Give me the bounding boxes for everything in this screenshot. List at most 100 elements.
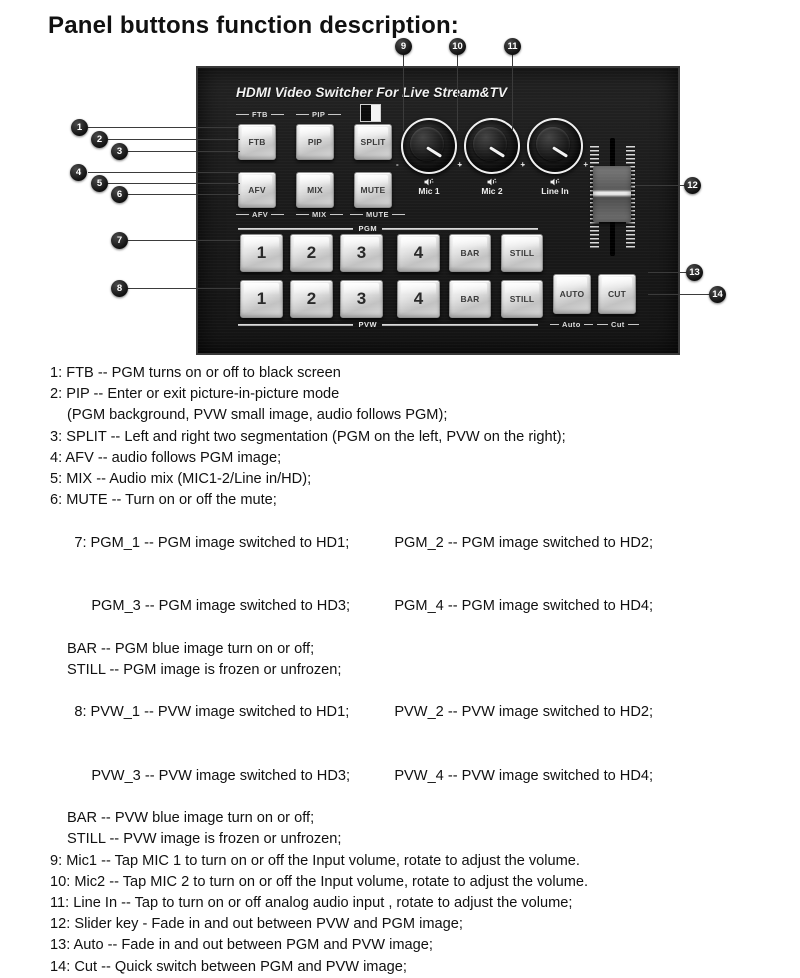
pvw-button-3[interactable]: 3 <box>340 280 383 318</box>
pvw-bar-button[interactable]: BAR <box>449 280 491 318</box>
linein-knob-minus-label: - <box>522 160 525 169</box>
caption-rule-right <box>328 114 342 115</box>
pvw-button-4-label: 4 <box>413 289 424 308</box>
pip-button[interactable]: PIP <box>296 124 334 160</box>
desc-line-20: 13: Auto -- Fade in and out between PGM … <box>50 937 433 954</box>
caption-mute: MUTE <box>350 210 405 219</box>
caption-rule-left <box>597 324 608 325</box>
pgm-section-label: PGM <box>358 224 378 233</box>
speaker-icon <box>550 174 561 192</box>
ftb-button[interactable]: FTB <box>238 124 276 160</box>
linein-knob[interactable]: - + Line In <box>522 118 588 196</box>
caption-cut: Cut <box>597 320 639 329</box>
caption-mute-text: MUTE <box>366 210 389 219</box>
description-list: 1: FTB -- PGM turns on or off to black s… <box>50 363 790 978</box>
callout-badge-14: 14 <box>709 286 726 303</box>
linein-knob-plus-label: + <box>583 160 588 169</box>
pgm-button-4[interactable]: 4 <box>397 234 440 272</box>
desc-line-12: 8: PVW_1 -- PVW image switched to HD1;PV… <box>50 681 790 745</box>
speaker-icon <box>424 174 435 192</box>
caption-rule-left <box>550 324 559 325</box>
pgm-button-3[interactable]: 3 <box>340 234 383 272</box>
pvw-button-4[interactable]: 4 <box>397 280 440 318</box>
pgm-button-1[interactable]: 1 <box>240 234 283 272</box>
pvw-button-1[interactable]: 1 <box>240 280 283 318</box>
pvw-section-rule: PVW <box>238 320 538 329</box>
pgm-button-3-label: 3 <box>356 243 367 262</box>
pgm-still-button[interactable]: STILL <box>501 234 543 272</box>
desc-line-3: (PGM background, PVW small image, audio … <box>67 407 448 424</box>
caption-pip-text: PIP <box>312 110 326 119</box>
leader-line-1 <box>88 127 238 128</box>
leader-line-3 <box>128 151 240 152</box>
caption-pip: PIP <box>296 110 342 119</box>
split-button[interactable]: SPLIT <box>354 124 392 160</box>
cut-button[interactable]: CUT <box>598 274 636 314</box>
ftb-button-label: FTB <box>248 137 266 147</box>
callout-badge-3: 3 <box>111 143 128 160</box>
callout-badge-11: 11 <box>504 38 521 55</box>
desc-line-11: STILL -- PGM image is frozen or unfrozen… <box>67 661 342 678</box>
afv-button-label: AFV <box>248 185 266 195</box>
auto-button[interactable]: AUTO <box>553 274 591 314</box>
pgm-button-2[interactable]: 2 <box>290 234 333 272</box>
desc-line-8: 7: PGM_1 -- PGM image switched to HD1;PG… <box>50 511 790 575</box>
pgm-bar-button[interactable]: BAR <box>449 234 491 272</box>
pgm-bar-button-label: BAR <box>460 248 480 258</box>
mic1-knob-plus-label: + <box>457 160 462 169</box>
leader-line-13 <box>648 272 687 273</box>
split-indicator-icon <box>360 104 381 122</box>
leader-line-2 <box>108 139 240 140</box>
mic2-knob-plus-label: + <box>520 160 525 169</box>
caption-rule-right <box>583 324 593 325</box>
auto-button-label: AUTO <box>559 289 585 299</box>
caption-rule-right <box>391 214 405 215</box>
t-bar-fader[interactable] <box>583 138 642 256</box>
pgm-rule-left <box>238 227 354 230</box>
caption-mix-text: MIX <box>312 210 327 219</box>
leader-line-10 <box>457 53 458 131</box>
mic2-knob-ring[interactable] <box>464 118 520 174</box>
pvw-rule-right <box>382 323 538 326</box>
mic2-knob[interactable]: - + Mic 2 <box>459 118 525 196</box>
caption-cut-text: Cut <box>611 320 625 329</box>
pip-button-label: PIP <box>307 137 323 147</box>
pvw-still-button[interactable]: STILL <box>501 280 543 318</box>
pgm-section-rule: PGM <box>238 224 538 233</box>
desc-line-9-col1: PGM_3 -- PGM image switched to HD3; <box>91 598 351 615</box>
split-indicator-white-half <box>370 105 380 121</box>
desc-line-17: 10: Mic2 -- Tap MIC 2 to turn on or off … <box>50 873 589 890</box>
pvw-button-2-label: 2 <box>306 289 317 308</box>
pvw-bar-button-label: BAR <box>460 294 480 304</box>
desc-line-13: PVW_3 -- PVW image switched to HD3;PVW_4… <box>50 745 790 809</box>
callout-badge-7: 7 <box>111 232 128 249</box>
pvw-button-2[interactable]: 2 <box>290 280 333 318</box>
mic2-knob-minus-label: - <box>459 160 462 169</box>
cut-button-label: CUT <box>607 289 627 299</box>
linein-knob-label: Line In <box>541 186 569 196</box>
callout-badge-6: 6 <box>111 186 128 203</box>
desc-line-9-col2: PGM_4 -- PGM image switched to HD4; <box>394 598 654 615</box>
mic1-knob-ring[interactable] <box>401 118 457 174</box>
fader-handle[interactable] <box>593 166 631 222</box>
callout-badge-4: 4 <box>70 164 87 181</box>
caption-mix: MIX <box>296 210 343 219</box>
callout-badge-9: 9 <box>395 38 412 55</box>
pgm-button-4-label: 4 <box>413 243 424 262</box>
callout-badge-13: 13 <box>686 264 703 281</box>
linein-knob-ring[interactable] <box>527 118 583 174</box>
afv-button[interactable]: AFV <box>238 172 276 208</box>
desc-line-1: 1: FTB -- PGM turns on or off to black s… <box>50 365 341 381</box>
leader-line-12 <box>630 185 685 186</box>
split-indicator-black-half <box>361 105 371 121</box>
caption-rule-left <box>296 114 309 115</box>
mic2-knob-label: Mic 2 <box>481 186 503 196</box>
device-brand-label: HDMI Video Switcher For Live Stream&TV <box>236 85 508 100</box>
desc-line-15: STILL -- PVW image is frozen or unfrozen… <box>67 831 342 848</box>
desc-line-7: 6: MUTE -- Turn on or off the mute; <box>50 492 277 509</box>
mute-button[interactable]: MUTE <box>354 172 392 208</box>
desc-line-8-col1: 7: PGM_1 -- PGM image switched to HD1; <box>74 534 350 551</box>
mic1-knob[interactable]: - + Mic 1 <box>396 118 462 196</box>
mix-button[interactable]: MIX <box>296 172 334 208</box>
desc-line-2: 2: PIP -- Enter or exit picture-in-pictu… <box>50 386 340 403</box>
